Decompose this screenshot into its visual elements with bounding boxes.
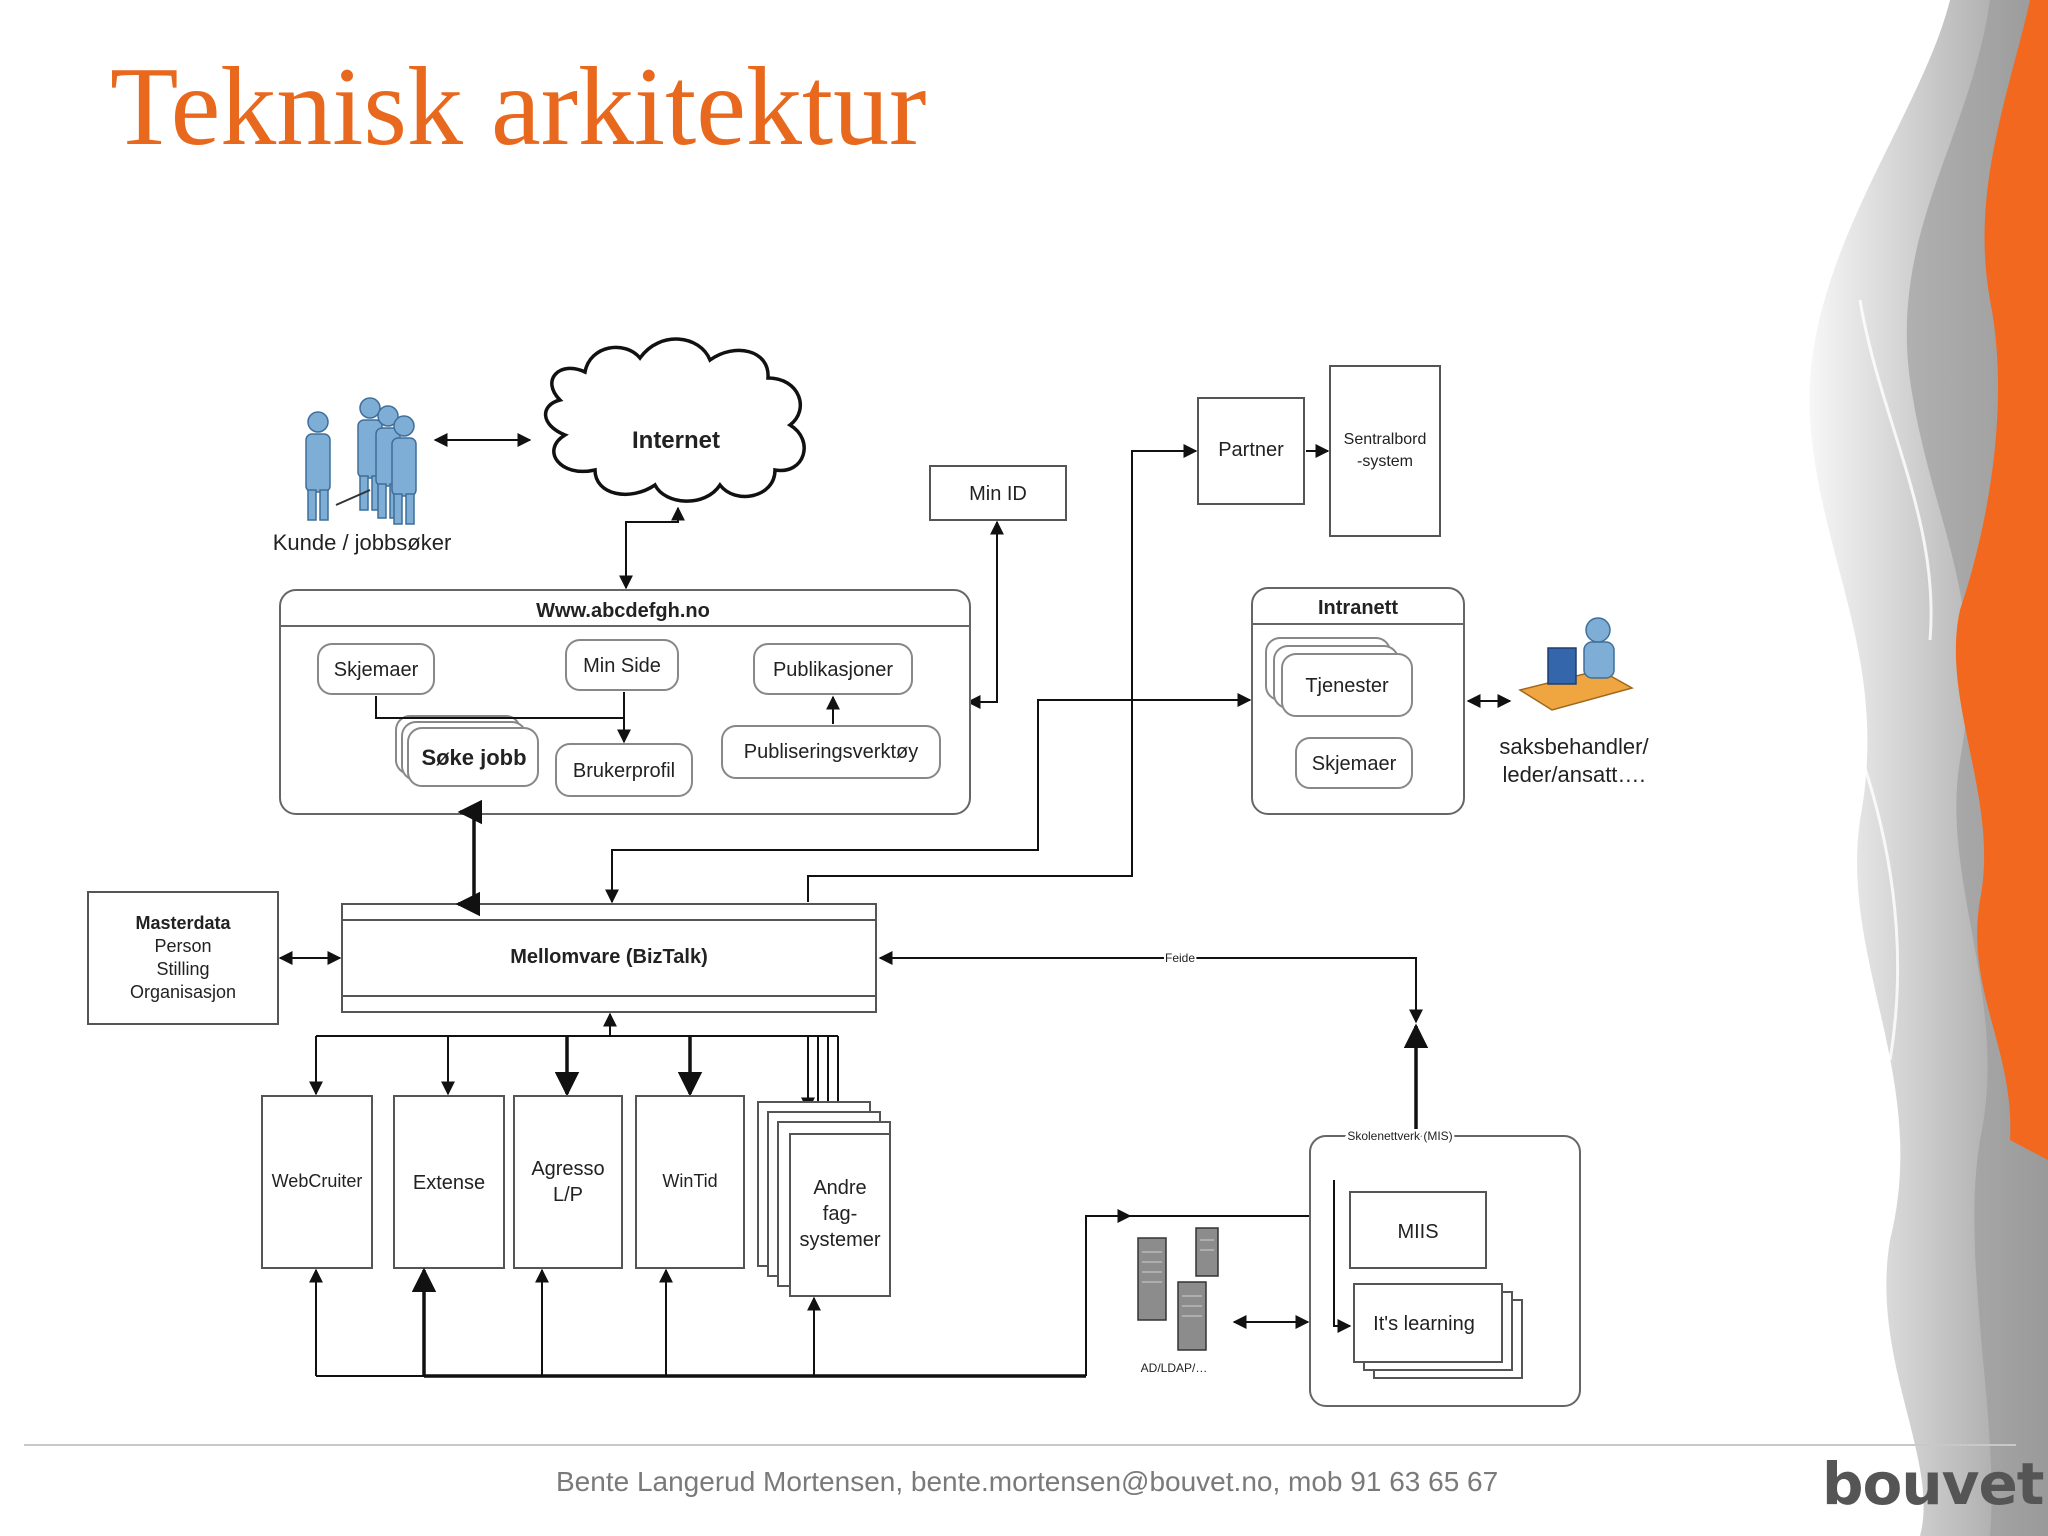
agresso-label-1: Agresso [531,1158,604,1180]
website-min-side [565,639,679,691]
feide-label: Feide [1165,951,1195,965]
caseworker-desk-icon [1518,617,1634,711]
min-id-box [929,465,1067,521]
intranet-skjemaer [1295,737,1413,789]
website-soke-jobb [407,727,539,787]
andre-label-1: Andre [813,1177,866,1199]
webcruiter-box [261,1095,373,1269]
andre-label-3: systemer [799,1229,880,1251]
agresso-label-2: L/P [553,1184,583,1206]
intranet-tjenester [1281,653,1413,717]
footer-divider [24,1444,2016,1446]
slide-title: Teknisk arkitektur [110,45,927,169]
website-publikasjoner-label: Publikasjoner [773,659,893,681]
ad-ldap-label: AD/LDAP/… [1141,1361,1208,1375]
middleware-label: Mellomvare (BizTalk) [510,946,707,968]
andre-label-2: fag- [823,1203,857,1225]
andre-fagsystemer-box [789,1133,891,1297]
caseworker-label-2: leder/ansatt…. [1502,762,1645,787]
webcruiter-label: WebCruiter [272,1171,363,1191]
switchboard-box [1329,365,1441,537]
website-publiseringsverktoy-label: Publiseringsverktøy [744,741,919,763]
min-id-label: Min ID [969,483,1027,505]
intranet-title: Intranett [1318,597,1398,619]
masterdata-line-3: Organisasjon [130,982,236,1002]
middleware-box [341,903,877,1013]
masterdata-title: Masterdata [135,913,231,933]
website-skjemaer [317,643,435,695]
masterdata-line-2: Stilling [156,959,209,979]
agresso-box [513,1095,623,1269]
website-brukerprofil-label: Brukerprofil [573,760,675,782]
its-learning-label: It's learning [1373,1313,1475,1335]
masterdata-line-1: Person [154,936,211,956]
server-icon [1137,1227,1219,1351]
website-soke-jobb-label: Søke jobb [421,745,526,770]
bouvet-logo: bouvet [1822,1450,2045,1518]
miis-box [1349,1191,1487,1269]
intranet-skjemaer-label: Skjemaer [1312,753,1397,775]
school-network-title: Skolenettverk (MIS) [1347,1129,1452,1143]
caseworker-label-1: saksbehandler/ [1499,734,1649,759]
customer-figures-icon [305,397,417,525]
customer-label: Kunde / jobbsøker [273,530,452,555]
partner-label: Partner [1218,439,1284,461]
partner-box [1197,397,1305,505]
intranet-tjenester-label: Tjenester [1305,675,1389,697]
switchboard-label-1: Sentralbord [1344,431,1427,448]
internet-label: Internet [632,427,720,454]
website-min-side-label: Min Side [583,655,661,677]
website-title: Www.abcdefgh.no [536,600,710,622]
internet-cloud [543,337,806,503]
extense-box [393,1095,505,1269]
footer-contact: Bente Langerud Mortensen, bente.mortense… [556,1466,1499,1497]
wintid-label: WinTid [662,1171,717,1191]
switchboard-label-2: -system [1357,453,1413,470]
extense-label: Extense [413,1172,485,1194]
miis-label: MIIS [1397,1221,1438,1243]
decorative-swoosh [1809,0,2048,1536]
its-learning-box [1353,1283,1503,1363]
wintid-box [635,1095,745,1269]
website-skjemaer-label: Skjemaer [334,659,419,681]
masterdata-box [87,891,279,1025]
